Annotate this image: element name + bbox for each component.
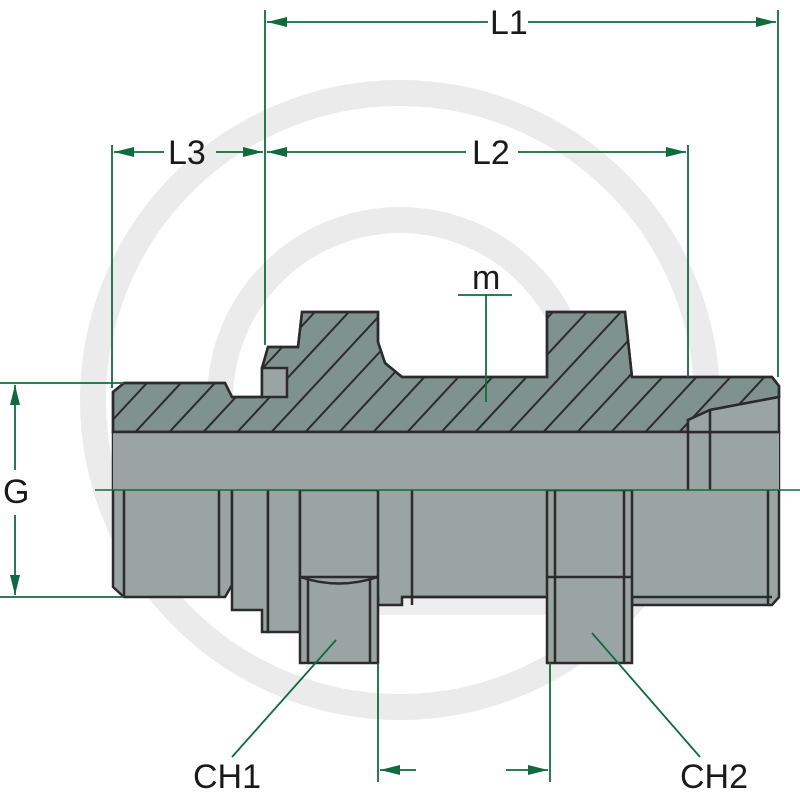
dimension-lines — [0, 10, 779, 782]
section-hatch-line — [263, 312, 395, 432]
section-hatch-line — [501, 312, 633, 432]
dimension-label-g: G — [3, 473, 29, 511]
dimension-label-m: m — [472, 259, 500, 297]
label-ch1: CH1 — [193, 758, 261, 796]
dimension-label-l3: L3 — [168, 134, 206, 172]
dimension-label-l1: L1 — [490, 4, 528, 42]
dimension-label-l2: L2 — [472, 134, 510, 172]
section-hatch-line — [229, 312, 361, 432]
label-ch2: CH2 — [680, 758, 748, 796]
fitting-section-view — [111, 310, 781, 490]
